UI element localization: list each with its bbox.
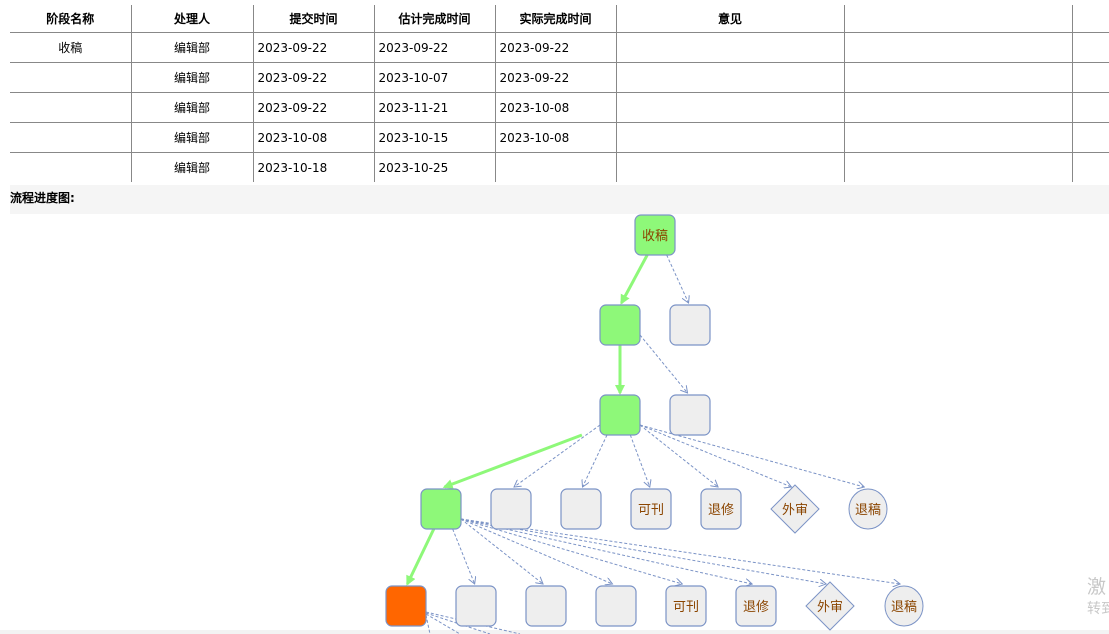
table-cell	[1071, 62, 1109, 93]
optional-flow-arrow	[460, 518, 900, 584]
table-cell: 2023-10-18	[252, 152, 375, 182]
table-cell	[1071, 92, 1109, 123]
table-cell	[10, 152, 132, 182]
completed-flow-arrow	[442, 433, 583, 489]
table-cell: 收稿	[10, 32, 132, 63]
table-cell	[1071, 32, 1109, 63]
optional-flow-arrow	[425, 613, 461, 634]
table-cell	[10, 122, 132, 153]
optional-flow-arrow	[514, 424, 601, 487]
column-header	[843, 5, 1073, 33]
flow-node-外审[interactable]: 外审	[770, 484, 820, 534]
table-cell	[843, 152, 1073, 182]
flow-node-pending[interactable]	[455, 585, 497, 627]
flow-node-done[interactable]	[599, 304, 641, 346]
watermark-line1: 激	[1087, 576, 1107, 598]
table-cell	[615, 152, 845, 182]
flow-node-收稿[interactable]: 收稿	[634, 214, 676, 256]
flow-node-label: 外审	[782, 503, 808, 518]
optional-flow-arrow	[666, 254, 689, 303]
optional-flow-arrow	[460, 518, 543, 584]
table-cell	[494, 152, 617, 182]
flow-node-label: 退修	[743, 600, 769, 615]
flow-diagram: 收稿可刊退修外审退稿可刊退修外审退稿	[385, 214, 924, 634]
optional-flow-arrow	[425, 614, 431, 634]
flow-node-done[interactable]	[420, 488, 462, 530]
completed-flow-arrow	[406, 528, 436, 586]
table-cell: 2023-10-25	[373, 152, 496, 182]
optional-flow-arrow	[425, 612, 491, 634]
flow-node-退稿[interactable]: 退稿	[884, 585, 924, 627]
table-cell: 2023-10-15	[373, 122, 496, 153]
flow-node-label: 退修	[708, 503, 734, 518]
flow-node-pending[interactable]	[490, 488, 532, 530]
flow-node-label: 可刊	[673, 600, 699, 615]
table-cell	[1071, 122, 1109, 153]
optional-flow-arrow	[583, 434, 608, 487]
flow-chart-title: 流程进度图:	[10, 185, 1109, 214]
flow-node-pending[interactable]	[560, 488, 602, 530]
flow-node-label: 收稿	[642, 228, 668, 244]
flow-node-current[interactable]	[385, 585, 427, 627]
flow-node-退修[interactable]: 退修	[700, 488, 742, 530]
table-cell: 2023-09-22	[494, 32, 617, 63]
watermark-line2: 转到	[1087, 601, 1109, 617]
table-cell: 2023-09-22	[252, 32, 375, 63]
flow-node-pending[interactable]	[525, 585, 567, 627]
optional-flow-arrow	[639, 424, 718, 487]
column-header: 意见	[615, 5, 845, 33]
table-cell	[10, 92, 132, 123]
flow-node-label: 退稿	[855, 502, 881, 518]
table-cell	[615, 122, 845, 153]
optional-flow-arrow	[452, 528, 475, 584]
column-header	[1071, 5, 1109, 33]
optional-flow-arrow	[460, 518, 613, 584]
table-cell	[615, 32, 845, 63]
column-header: 估计完成时间	[373, 5, 496, 33]
flow-node-可刊[interactable]: 可刊	[630, 488, 672, 530]
optional-flow-arrow	[639, 334, 688, 393]
bottom-bar	[0, 630, 1109, 634]
flow-node-pending[interactable]	[669, 394, 711, 436]
optional-flow-arrow	[425, 611, 521, 634]
column-header: 阶段名称	[10, 5, 132, 33]
table-cell: 编辑部	[130, 152, 254, 182]
table-cell	[843, 62, 1073, 93]
flow-node-done[interactable]	[599, 394, 641, 436]
table-cell	[843, 122, 1073, 153]
optional-flow-arrow	[629, 434, 649, 487]
flow-node-label: 可刊	[638, 503, 664, 518]
table-cell: 2023-09-22	[252, 92, 375, 123]
flow-node-退修[interactable]: 退修	[735, 585, 777, 627]
optional-flow-arrow	[639, 424, 864, 487]
flow-node-可刊[interactable]: 可刊	[665, 585, 707, 627]
table-cell: 2023-09-22	[252, 62, 375, 93]
flow-node-label: 外审	[817, 600, 843, 615]
flow-node-外审[interactable]: 外审	[805, 581, 855, 631]
flow-node-pending[interactable]	[595, 585, 637, 627]
flow-node-label: 退稿	[891, 599, 917, 615]
optional-flow-arrow	[639, 424, 791, 487]
table-cell	[843, 32, 1073, 63]
optional-flow-arrow	[460, 518, 826, 584]
table-cell: 编辑部	[130, 122, 254, 153]
table-cell: 编辑部	[130, 62, 254, 93]
column-header: 处理人	[130, 5, 254, 33]
completed-flow-arrow	[620, 254, 649, 305]
flow-node-退稿[interactable]: 退稿	[848, 488, 888, 530]
table-cell	[843, 92, 1073, 123]
optional-flow-arrow	[460, 518, 682, 584]
flow-node-pending[interactable]	[669, 304, 711, 346]
table-cell	[1071, 152, 1109, 182]
